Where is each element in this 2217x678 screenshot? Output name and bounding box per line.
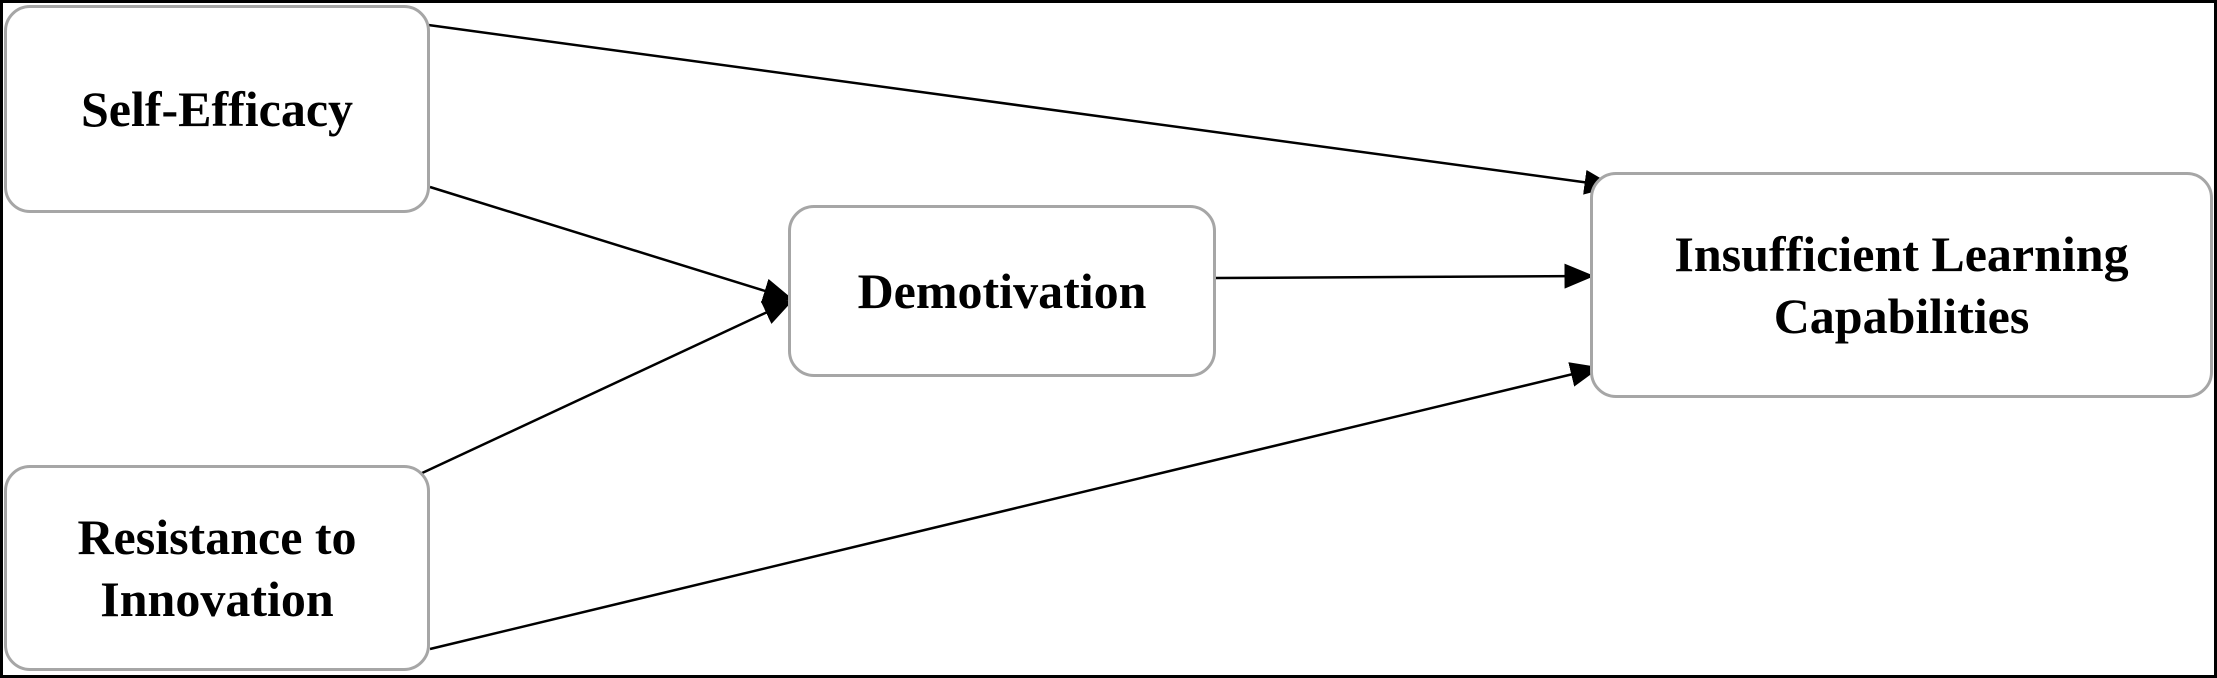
node-resistance-label-line1: Resistance to xyxy=(77,508,357,565)
node-insufficient-learning-capabilities: Insufficient Learning Capabilities xyxy=(1590,172,2213,398)
edge-resistance-to-insufficient xyxy=(429,362,1601,651)
node-resistance-label-line2: Innovation xyxy=(100,571,334,627)
node-demotivation: Demotivation xyxy=(788,205,1216,377)
node-insufficient-label-line1: Insufficient Learning xyxy=(1674,225,2129,282)
node-self-efficacy: Self-Efficacy xyxy=(4,5,430,213)
node-demotivation-label: Demotivation xyxy=(857,262,1147,319)
edge-self-efficacy-to-demotivation xyxy=(429,185,794,303)
edge-resistance-to-demotivation xyxy=(419,299,794,476)
edge-self-efficacy-to-insufficient xyxy=(420,22,1615,195)
edge-demotivation-to-insufficient xyxy=(1215,263,1595,289)
node-self-efficacy-label: Self-Efficacy xyxy=(80,80,354,137)
node-insufficient-label-line2: Capabilities xyxy=(1773,288,2030,344)
node-resistance-to-innovation: Resistance to Innovation xyxy=(4,465,430,671)
